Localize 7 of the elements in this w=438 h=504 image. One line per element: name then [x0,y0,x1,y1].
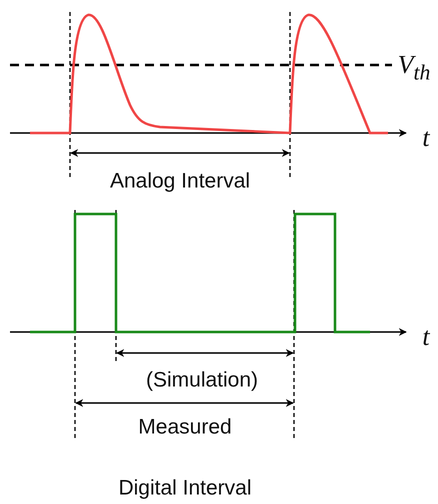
interval-label: Measured [138,416,232,438]
axis-label: t [422,125,430,151]
axis-label: t [422,324,430,350]
interval-label: (Simulation) [146,370,258,390]
interval-label: Analog Interval [110,170,250,192]
threshold-label: V$_{th}$ [398,52,430,84]
caption: Digital Interval [118,478,252,498]
